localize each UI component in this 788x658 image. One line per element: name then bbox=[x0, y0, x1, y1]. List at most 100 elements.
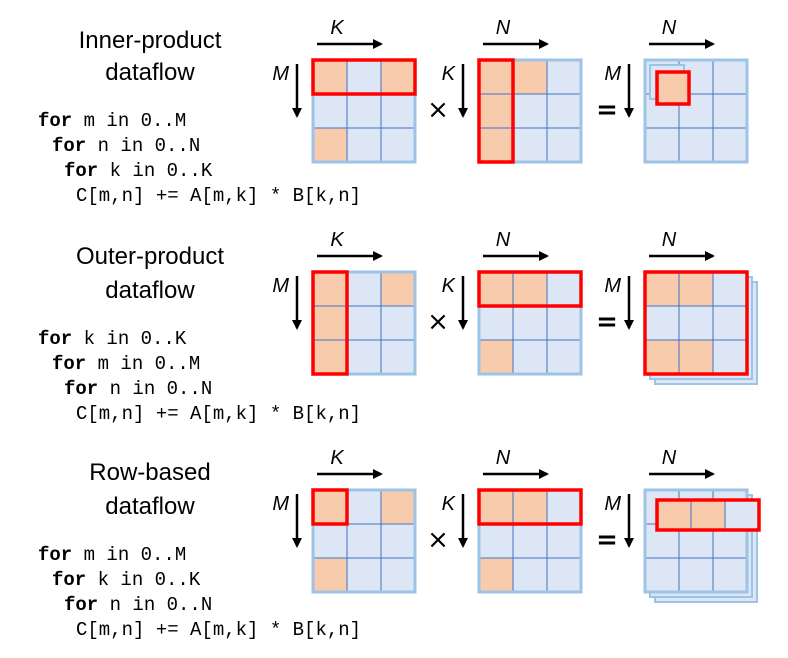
matrix-cell bbox=[346, 523, 382, 559]
section-title-line: dataflow bbox=[105, 493, 195, 520]
matrix-cell bbox=[546, 557, 582, 593]
partial-row-cell bbox=[690, 499, 726, 531]
code-text: m in 0..M bbox=[72, 544, 186, 566]
matrix-cell-filled bbox=[478, 339, 514, 375]
code-text: k in 0..K bbox=[98, 160, 213, 182]
left-axis-label: M bbox=[272, 493, 289, 515]
matrix-border bbox=[311, 488, 417, 594]
top-axis-label: K bbox=[330, 17, 345, 39]
selection-box bbox=[311, 58, 417, 96]
matrix-cell-filled bbox=[678, 339, 714, 375]
code-keyword: for bbox=[52, 353, 86, 375]
times-operator: × bbox=[427, 525, 449, 555]
matrix-cell bbox=[380, 127, 416, 163]
matrix-cell-filled bbox=[478, 93, 514, 129]
matrix-cell bbox=[346, 59, 382, 95]
matrix-cell bbox=[512, 93, 548, 129]
matrix-cell bbox=[712, 59, 748, 95]
matrix-cell bbox=[644, 127, 680, 163]
top-axis-label: N bbox=[662, 229, 677, 251]
matrix-cell-filled bbox=[678, 271, 714, 307]
matrix-cell-filled bbox=[312, 557, 348, 593]
matrix-cell bbox=[678, 557, 714, 593]
matrix-cell bbox=[546, 271, 582, 307]
matrix-A: KM bbox=[272, 17, 417, 164]
matrix-C: NM bbox=[604, 229, 758, 385]
code-keyword: for bbox=[38, 110, 72, 132]
code-keyword: for bbox=[38, 544, 72, 566]
matrix-cell bbox=[478, 305, 514, 341]
matrix-cell bbox=[546, 339, 582, 375]
matrix-cell-filled bbox=[512, 489, 548, 525]
matrix-cell bbox=[380, 523, 416, 559]
matrix-cell bbox=[312, 523, 348, 559]
code-text: k in 0..K bbox=[86, 569, 201, 591]
code-line: C[m,n] += A[m,k] * B[k,n] bbox=[76, 403, 361, 425]
matrix-cell-filled bbox=[478, 489, 514, 525]
matrix-cell-filled bbox=[380, 489, 416, 525]
top-axis-label: N bbox=[496, 229, 511, 251]
matrix-cell bbox=[312, 93, 348, 129]
top-axis-label: K bbox=[330, 229, 345, 251]
matrix-cell bbox=[512, 523, 548, 559]
section-title-line: Inner-product bbox=[79, 27, 222, 54]
matrix-cell bbox=[478, 523, 514, 559]
matrix-cell-filled bbox=[380, 59, 416, 95]
left-axis-label: M bbox=[272, 275, 289, 297]
code-text: m in 0..M bbox=[86, 353, 200, 375]
equals-operator: = bbox=[596, 95, 618, 125]
code-line: for n in 0..N bbox=[64, 594, 212, 616]
matrix-cell-filled bbox=[312, 305, 348, 341]
matrix-C: NM bbox=[604, 17, 749, 164]
code-line: for k in 0..K bbox=[38, 328, 187, 350]
matrix-C: NM bbox=[604, 447, 761, 603]
code-text: C[m,n] += A[m,k] * B[k,n] bbox=[76, 403, 361, 425]
matrix-cell bbox=[712, 271, 748, 307]
matrix-cell-filled bbox=[312, 127, 348, 163]
code-line: for k in 0..K bbox=[64, 160, 213, 182]
code-keyword: for bbox=[38, 328, 72, 350]
matrix-border bbox=[643, 58, 749, 164]
section-title-line: Row-based bbox=[89, 459, 210, 486]
section-title-line: dataflow bbox=[105, 277, 195, 304]
code-line: for m in 0..M bbox=[38, 544, 186, 566]
matrix-cell-filled bbox=[512, 59, 548, 95]
selection-box bbox=[477, 270, 583, 308]
matrix-B: NK bbox=[442, 229, 583, 376]
matrix-cell bbox=[712, 93, 748, 129]
matrix-cell bbox=[546, 523, 582, 559]
matrix-cell bbox=[512, 557, 548, 593]
matrix-cell-filled bbox=[512, 271, 548, 307]
selection-box bbox=[477, 488, 583, 526]
code-text: n in 0..N bbox=[86, 135, 200, 157]
matrix-cell bbox=[346, 305, 382, 341]
selection-box bbox=[477, 58, 515, 164]
matrix-cell bbox=[346, 271, 382, 307]
matrix-cell bbox=[346, 127, 382, 163]
top-axis-label: N bbox=[662, 17, 677, 39]
code-keyword: for bbox=[64, 160, 98, 182]
code-keyword: for bbox=[64, 378, 98, 400]
matrix-cell bbox=[346, 93, 382, 129]
code-text: k in 0..K bbox=[72, 328, 187, 350]
code-line: C[m,n] += A[m,k] * B[k,n] bbox=[76, 185, 361, 207]
matrix-cell-filled bbox=[312, 339, 348, 375]
partial-row-cell bbox=[656, 499, 692, 531]
matrix-B: NK bbox=[442, 447, 583, 594]
matrix-cell-filled bbox=[478, 59, 514, 95]
matrix-cell-filled bbox=[380, 271, 416, 307]
matrix-B: NK bbox=[442, 17, 583, 164]
top-axis-label: N bbox=[496, 17, 511, 39]
matrix-cell bbox=[346, 557, 382, 593]
left-axis-label: M bbox=[604, 493, 621, 515]
top-axis-label: K bbox=[330, 447, 345, 469]
partial-cell bbox=[655, 70, 691, 106]
matrix-cell bbox=[546, 127, 582, 163]
code-keyword: for bbox=[64, 594, 98, 616]
section-title-line: dataflow bbox=[105, 59, 195, 86]
matrix-cell bbox=[380, 93, 416, 129]
code-text: m in 0..M bbox=[72, 110, 186, 132]
matrix-cell-filled bbox=[312, 59, 348, 95]
